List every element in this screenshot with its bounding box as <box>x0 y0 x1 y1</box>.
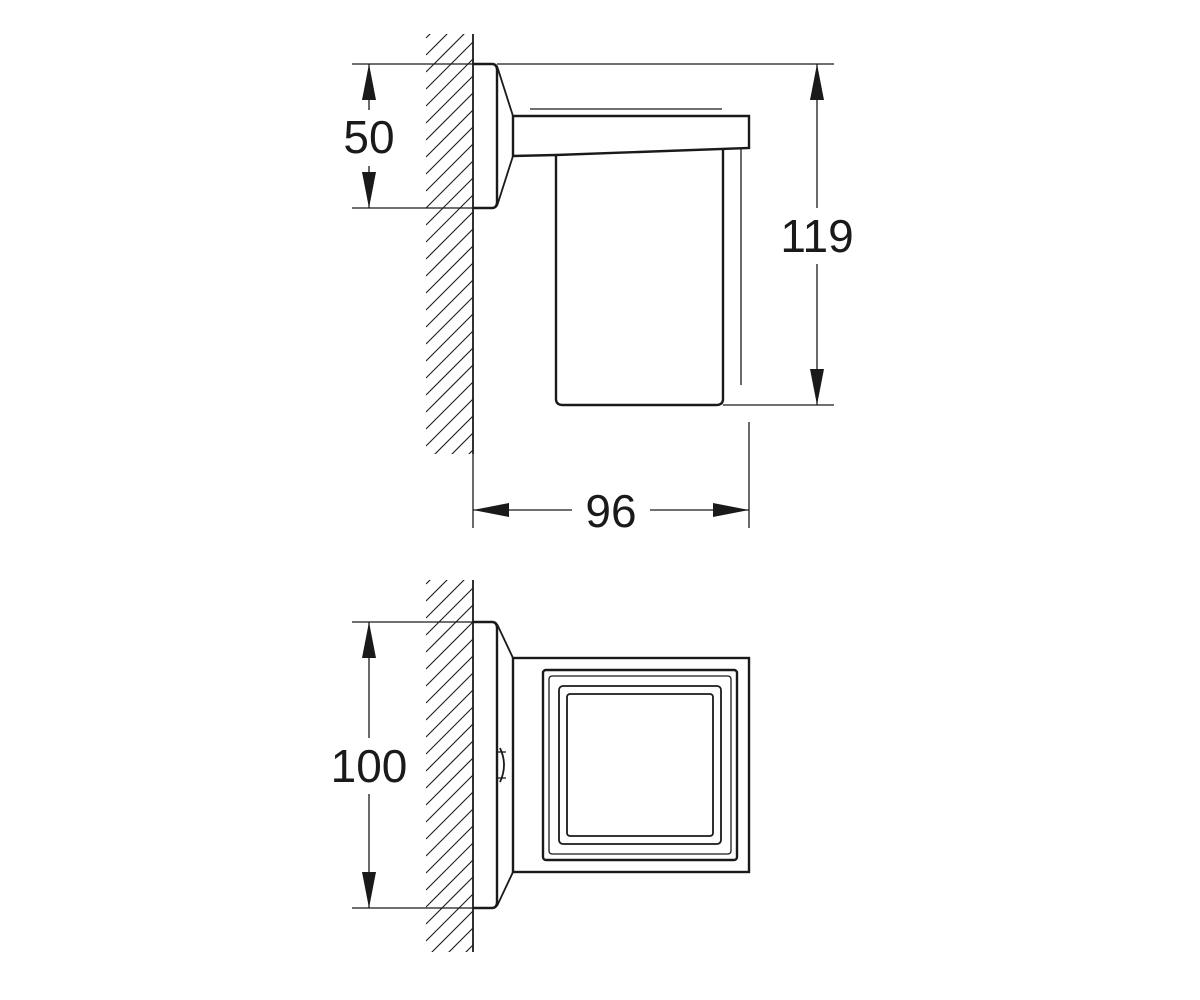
hatch-line <box>465 944 473 952</box>
dimension-depth: 96 <box>473 485 749 537</box>
hatch-line <box>426 296 473 345</box>
hatch-line <box>426 279 473 328</box>
hatch-line <box>426 962 473 1000</box>
dimension-label-50: 50 <box>343 111 394 163</box>
extension-lines-side <box>352 63 834 528</box>
hatch-line <box>426 0 473 21</box>
dimension-width: 100 <box>331 622 408 908</box>
hatch-line <box>426 996 473 1000</box>
hatch-line <box>426 75 473 124</box>
wall-hatching-top <box>426 520 474 1000</box>
hatch-line <box>426 791 473 840</box>
wall-plate-side <box>473 62 514 210</box>
tumbler-top <box>558 685 722 845</box>
hatch-line <box>426 689 473 738</box>
hatch-line <box>426 160 473 209</box>
hatch-line <box>426 467 473 514</box>
hatch-line <box>426 330 473 379</box>
hatch-line <box>426 313 473 362</box>
hatch-line <box>426 347 473 396</box>
holder-arm-side <box>511 108 751 385</box>
hatch-line <box>426 126 473 175</box>
hatch-line <box>426 177 473 226</box>
hatch-line <box>451 432 473 454</box>
hatch-line <box>426 808 473 857</box>
hatch-line <box>426 757 473 806</box>
hatch-line <box>426 398 473 447</box>
hatch-line <box>426 723 473 772</box>
hatch-line <box>426 194 473 243</box>
dimension-label-100: 100 <box>331 740 408 792</box>
hatch-line <box>426 520 473 567</box>
hatch-line <box>426 580 448 602</box>
hatch-line <box>426 262 473 311</box>
hatch-line <box>426 381 473 430</box>
hatch-line <box>468 449 473 454</box>
hatch-line <box>434 415 473 454</box>
hatch-line <box>426 621 473 670</box>
hatch-line <box>426 228 473 277</box>
wall-hatching-side <box>426 0 474 548</box>
hatch-line <box>431 910 473 952</box>
hatch-line <box>426 774 473 823</box>
hatch-line <box>426 501 473 548</box>
hatch-line <box>426 484 473 531</box>
tumbler-side <box>554 150 725 407</box>
hatch-line <box>426 143 473 192</box>
hatch-line <box>426 876 473 925</box>
hatch-line <box>426 587 473 636</box>
dimension-total-height: 119 <box>780 64 854 405</box>
hatch-line <box>426 58 473 107</box>
hatch-line <box>426 41 473 90</box>
top-view: 100 <box>331 520 751 1000</box>
hatch-line <box>426 655 473 704</box>
hatch-line <box>426 34 431 39</box>
wall-plate-top <box>473 620 514 910</box>
hatch-line <box>426 859 473 908</box>
hatch-line <box>426 740 473 789</box>
hatch-line <box>426 92 473 141</box>
hatch-line <box>426 211 473 260</box>
hatch-line <box>426 638 473 687</box>
holder-frame-top <box>511 656 751 874</box>
hatch-line <box>426 245 473 294</box>
hatch-line <box>426 825 473 874</box>
dimension-mount-height: 50 <box>343 64 395 208</box>
hatch-line <box>426 109 473 158</box>
side-view: 50 119 96 <box>343 0 854 548</box>
hatch-line <box>426 34 448 56</box>
hatch-line <box>426 580 465 619</box>
hatch-line <box>426 706 473 755</box>
hatch-line <box>426 979 473 1000</box>
dimension-label-119: 119 <box>780 210 853 262</box>
hatch-line <box>426 893 473 942</box>
extension-lines-top <box>352 621 473 909</box>
hatch-line <box>448 927 473 952</box>
hatch-line <box>426 672 473 721</box>
hatch-line <box>426 604 473 653</box>
hatch-line <box>426 364 473 413</box>
dimension-label-96: 96 <box>585 485 636 537</box>
hatch-line <box>426 842 473 891</box>
hatch-line <box>426 580 431 585</box>
